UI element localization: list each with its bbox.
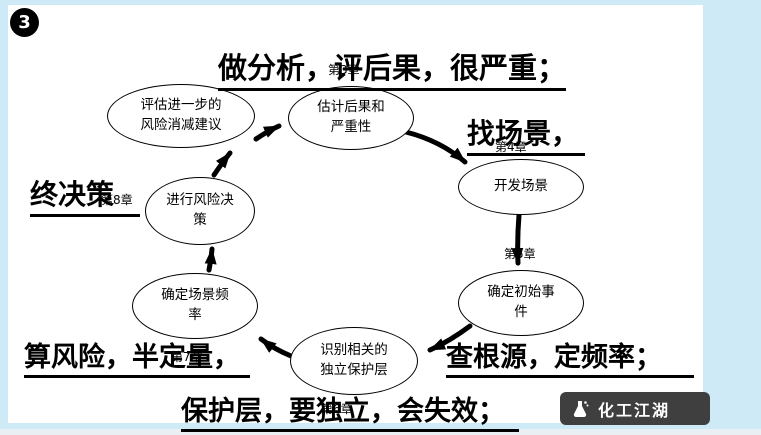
node-label-line: 独立保护层 [320,362,388,378]
arrow-initiating-to-identify [427,323,473,353]
node-label-line: 严重性 [330,119,372,135]
node-label-line: 件 [514,304,528,320]
node-label-line: 识别相关的 [320,342,388,359]
node-label-line: 风险消减建议 [140,117,222,133]
annotation-calc-risk: 算风险，半定量， [24,335,250,378]
node-label-line: 率 [188,307,202,323]
node-label-line: 策 [193,212,207,228]
node-estimate-consequence-severity: 估计后果和 严重性 [288,86,414,150]
chapter-label-4: 第4章 [495,140,527,154]
window-bottom-edge [0,429,761,435]
chapter-label-5: 第5章 [504,247,536,261]
node-label-line: 开发场景 [494,178,548,195]
annotation-find-scenario: 找场景， [467,112,586,156]
node-determine-scenario-frequency: 确定场景频 率 [132,273,258,339]
annotation-root-cause-frequency: 查根源，定频率； [446,335,694,378]
flask-logo-icon [573,400,589,417]
slide-number-text: 3 [18,12,31,33]
slide-number-badge: 3 [10,8,39,37]
annotation-final-decision: 终决策 [30,173,141,217]
node-label-line: 估计后果和 [317,99,385,116]
arrow-estimate-to-develop [403,129,468,165]
node-identify-independent-protection-layers: 识别相关的 独立保护层 [290,327,418,395]
cycle-arrows [204,123,524,359]
watermark: 化工江湖 [560,392,710,425]
chapter-label-3: 第3章 [328,63,360,77]
chapter-label-7: 第7章 [171,350,203,364]
arrow-identify-to-frequency [258,336,294,359]
node-make-risk-decision: 进行风险决 策 [145,177,255,245]
arrow-frequency-to-decision [204,246,217,273]
node-develop-scenario: 开发场景 [458,159,584,215]
chapter-label-8: 第8章 [101,193,133,207]
arrow-evaluate-to-estimate [253,123,282,142]
node-evaluate-further-risk-reduction: 评估进一步的 风险消减建议 [107,84,255,148]
node-determine-initiating-event: 确定初始事 件 [458,270,584,336]
arrow-decision-to-evaluate [211,150,233,178]
slide-canvas: 第3章 第4章 第5章 第6章 第7章 第8章 评估进一步的 风险消减建议 估计… [8,5,710,432]
node-label-line: 评估进一步的 [140,97,222,114]
chapter-label-6: 第6章 [321,402,353,416]
annotation-protection-layer: 保护层，要独立，会失效； [181,389,519,432]
node-label-line: 确定初始事 [487,284,555,301]
annotation-analysis-consequence: 做分析，评后果，很严重； [218,45,567,91]
watermark-brand-text: 化工江湖 [598,400,671,420]
node-label-line: 确定场景频 [161,287,229,304]
node-label-line: 进行风险决 [166,192,234,209]
arrow-develop-to-initiating [511,212,524,266]
